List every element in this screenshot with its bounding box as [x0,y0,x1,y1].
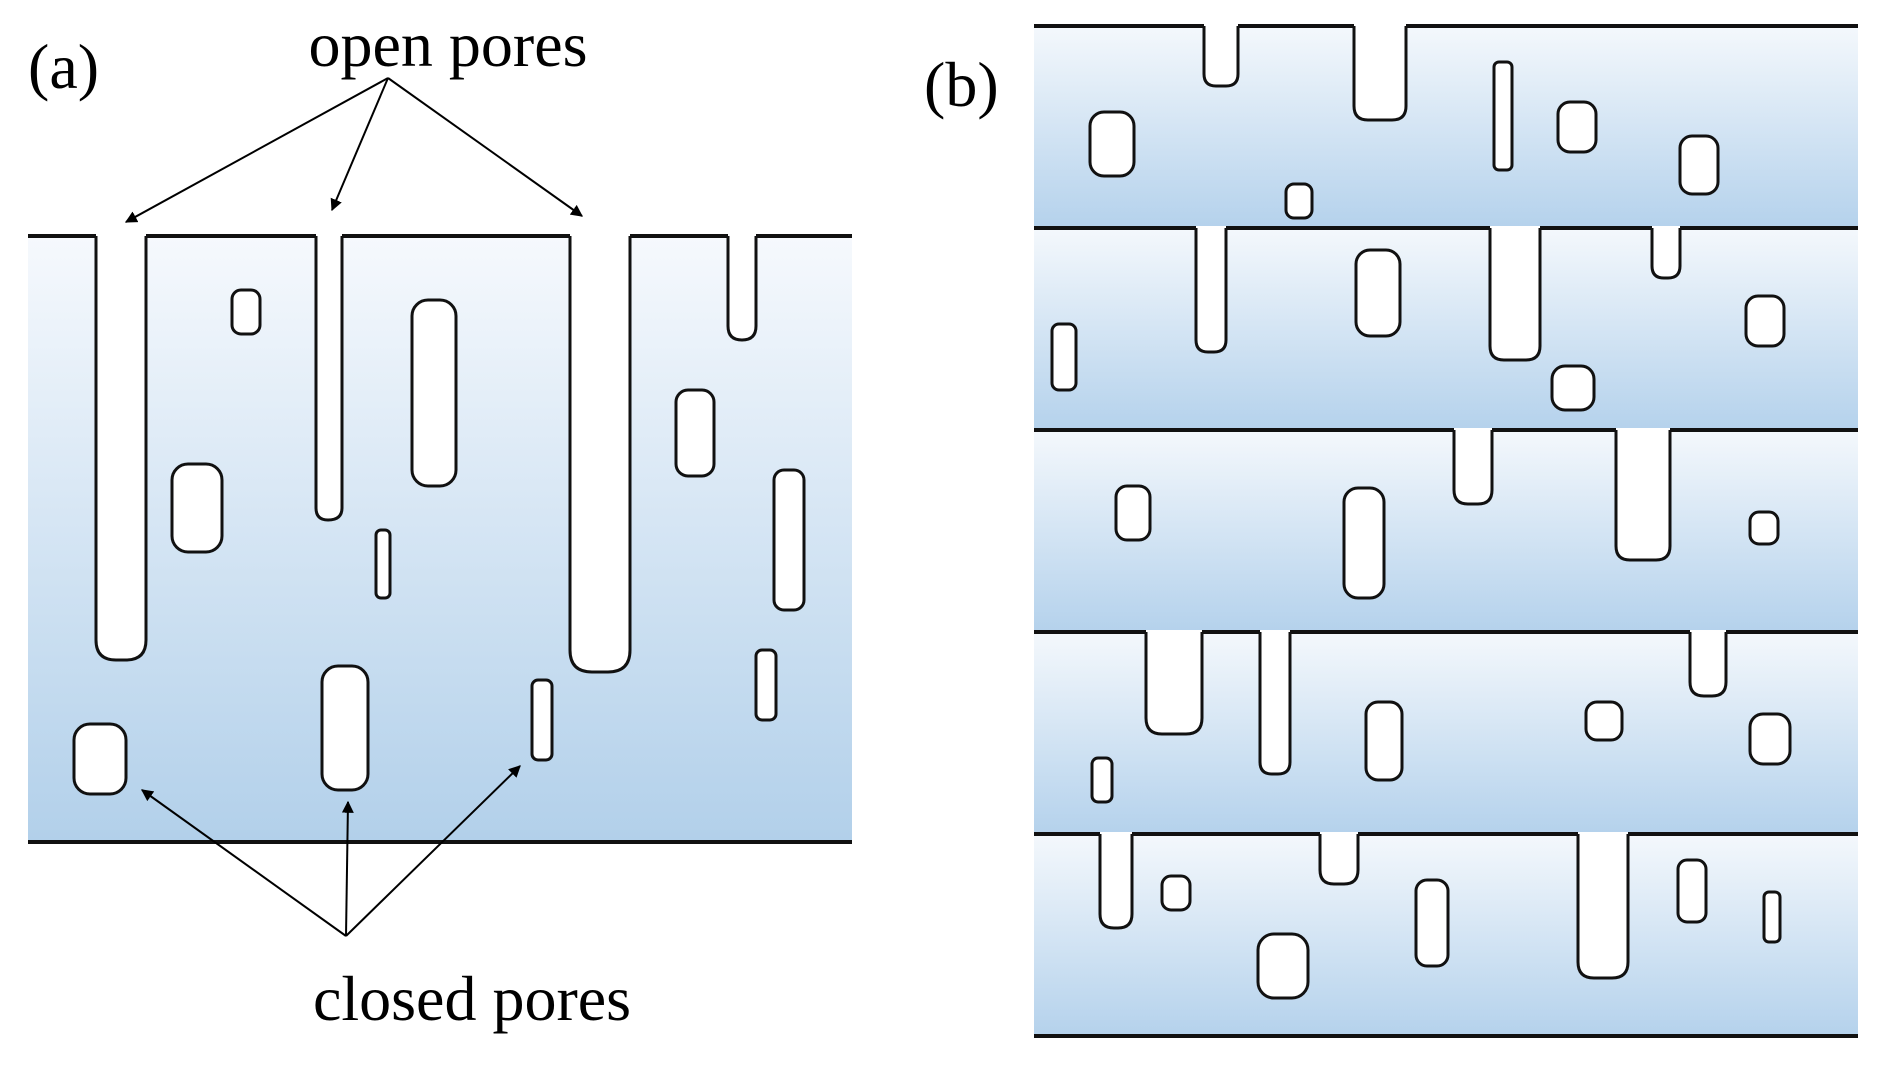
panel-b-layer-1 [1034,24,1858,226]
closed-pore [1492,60,1514,172]
panel-a-label: (a) [28,31,99,102]
panel-b-layer-5 [1034,832,1858,1034]
closed-pore [1050,322,1078,392]
panel-b-layer-2 [1034,226,1858,428]
arrow-open-1 [124,77,389,223]
panel-a-closed-pores [72,288,806,796]
open-pore [1144,632,1204,736]
closed-pore [1090,756,1114,804]
open-pore [568,236,632,674]
closed-pore [1748,712,1792,766]
closed-pore [1676,858,1708,924]
panel-a-open-pores [94,236,758,674]
closed-pore [1256,932,1310,1000]
open-pore [1194,228,1228,354]
closed-pores-label: closed pores [313,963,631,1034]
closed-pore [1354,248,1402,338]
open-pore [1688,632,1728,698]
closed-pore [1364,700,1404,782]
open-pore [1650,228,1682,280]
closed-pore [320,664,370,792]
arrow-open-2 [330,77,389,212]
panel-a-arrows [124,77,583,937]
closed-pore [1678,134,1720,196]
panel-a: (a) open pores closed pores [28,9,852,1034]
open-pore [1202,26,1240,88]
open-pore [1488,228,1542,362]
panel-b-label: (b) [924,49,999,120]
panel-b-layer-4 [1034,630,1858,832]
closed-pore [374,528,392,600]
closed-pore [1550,364,1596,412]
closed-pore [1748,510,1780,546]
arrow-closed-2 [341,800,354,937]
closed-pore [674,388,716,478]
open-pore [1352,26,1408,122]
closed-pore [72,722,128,796]
arrow-open-3 [387,77,583,217]
open-pore [1318,834,1360,886]
closed-pore [1088,110,1136,178]
open-pore [314,236,344,522]
closed-pore [170,462,224,554]
open-pore [1576,834,1630,980]
arrow-closed-1 [141,789,347,937]
closed-pore [1114,484,1152,542]
open-pore [1258,632,1292,776]
closed-pore [1284,182,1314,220]
closed-pore [1556,100,1598,154]
closed-pore [1342,486,1386,600]
closed-pore [1584,700,1624,742]
arrow-closed-3 [345,765,521,937]
closed-pore [1744,294,1786,348]
closed-pore [530,678,554,762]
open-pore [726,236,758,342]
open-pore [1452,430,1494,506]
open-pore [1098,834,1134,930]
closed-pore [1414,878,1450,968]
closed-pore [410,298,458,488]
panel-b-layer-3 [1034,428,1858,630]
closed-pore [1762,890,1782,944]
open-pore [94,236,148,662]
open-pore [1614,430,1672,562]
closed-pore [1160,874,1192,912]
closed-pore [754,648,778,722]
open-pores-label: open pores [308,9,587,80]
panel-b [1034,24,1858,1038]
closed-pore [772,468,806,612]
closed-pore [230,288,262,336]
